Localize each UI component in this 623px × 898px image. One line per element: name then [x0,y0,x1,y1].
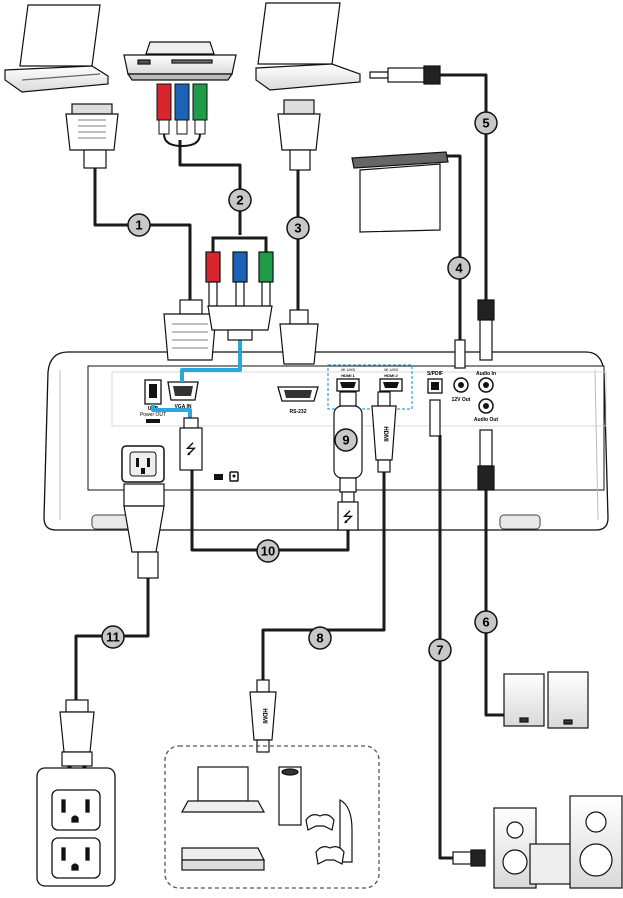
cable-badge-number: 5 [482,116,489,131]
audio-in-plug [477,299,495,361]
hdmi1-label: HDMI 1 [341,373,355,378]
vga-in-port [167,381,199,401]
cable-badge-number: 7 [436,643,443,658]
component-plugs-top [156,83,208,148]
hdmi-logo-source: HDMI [261,708,267,724]
cable-badge-4: 4 [447,256,471,280]
projection-screen [351,151,449,233]
usb-power-port [144,379,162,405]
vga-in-label: VGA IN [174,404,191,410]
cable-6 [484,490,504,717]
cable-badge-1: 1 [127,213,151,237]
audio-out-port [478,398,494,414]
cable-badge-3: 3 [286,216,310,240]
hdmi1-port [336,378,360,392]
game-controller-icon [305,814,335,831]
hdmi1-label-top: 4K UHD [341,367,356,372]
svg-text:⭍: ⭍ [342,509,354,525]
hifi-system [493,795,623,889]
cable-badge-6: 6 [474,610,498,634]
wall-outlet [36,767,116,887]
power-plug-wall [59,699,95,783]
hdmi2-label-top: 4K UHD [384,367,399,372]
hdmi-port-highlight [327,364,413,410]
security-bar-slot [214,474,223,480]
cable-badge-11: 11 [101,625,125,649]
cable-badge-10: 10 [256,539,280,563]
laptop-right [255,2,361,91]
vga-plug-projector [163,299,217,361]
cable-5 [440,73,488,300]
dvd-player [123,41,237,81]
game-console-tower [278,766,302,826]
cable-number-badges: 1 2 3 4 5 6 7 8 9 10 11 [101,111,498,662]
cable-badge-number: 4 [455,261,463,276]
bluray-player [181,847,265,871]
hdmi2-label: HDMI 2 [384,373,398,378]
cable-badge-number: 1 [135,218,142,233]
rs232-connector-top [277,99,321,171]
component-adapter-cords [211,236,268,252]
spdif-plug-source [429,399,486,867]
cable-4 [440,154,462,340]
cable-badge-number: 11 [106,630,120,645]
laptop-left [4,4,109,93]
laptop-hdmi-source [180,766,266,813]
spdif-label: S/PDIF [427,371,443,377]
power-socket [121,445,165,483]
cable-badge-2: 2 [228,188,252,212]
cable-badge-8: 8 [308,626,332,650]
power-plug-projector [123,483,165,579]
cable-badge-number: 2 [236,193,243,208]
audio-in-port [478,377,494,393]
hdmi-plug-projector [371,391,397,473]
hdmi-sources-box [164,745,380,889]
gamepad-icon [315,846,345,865]
usb-plug-dongle: ⭍ [337,491,359,531]
usb-port-sublabel: Power OUT [140,412,166,418]
game-console-slim [339,799,353,863]
cable-badge-5: 5 [474,111,498,135]
cable-7 [438,435,453,860]
hdmi-plug-source [249,679,277,753]
cable-badge-number: 9 [342,433,349,448]
rs232-plug-projector [279,309,319,365]
audio-out-label: Audio Out [474,417,498,423]
spdif-port [427,378,443,394]
vga-blue-link [180,340,242,382]
cable-badge-number: 3 [294,221,301,236]
usb-plug-projector: ⭍ [179,417,203,471]
cable-badge-9: 9 [334,428,358,452]
cable-2 [178,140,242,235]
speakers [503,671,589,729]
hdmi2-port [379,378,403,392]
cable-badge-number: 10 [261,544,275,559]
audio-out-plug [477,429,495,491]
blue-links [151,340,242,418]
kensington-lock-icon [229,471,239,482]
trigger-port [453,377,469,393]
usb-blue-link [151,404,192,418]
rs232-port [277,386,319,402]
audio-in-label: Audio In [476,371,496,377]
component-adapter [205,251,274,341]
trigger-plug [454,339,466,369]
vga-connector-left [65,103,119,169]
trigger-label: 12V Out [452,397,471,403]
cable-badge-number: 8 [316,631,323,646]
svg-text:⭍: ⭍ [185,441,197,457]
rs232-label: RS-232 [290,409,307,415]
cable-badge-number: 6 [482,615,489,630]
cable-badge-7: 7 [428,638,452,662]
audio-plug-top [369,65,441,85]
hdmi-logo-plug: HDMI [382,426,388,442]
